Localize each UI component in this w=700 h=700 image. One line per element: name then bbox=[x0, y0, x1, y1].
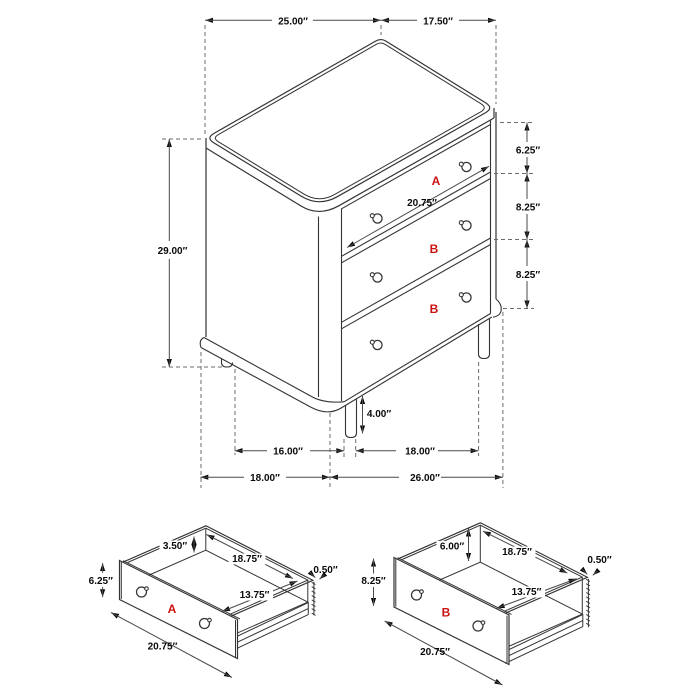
svg-text:18.75″: 18.75″ bbox=[232, 554, 262, 565]
svg-text:13.75″: 13.75″ bbox=[512, 587, 542, 598]
svg-text:A: A bbox=[168, 602, 177, 616]
svg-text:20.75″: 20.75″ bbox=[420, 647, 450, 658]
svg-text:17.50″: 17.50″ bbox=[423, 16, 453, 27]
svg-text:29.00″: 29.00″ bbox=[158, 246, 188, 257]
svg-text:16.00″: 16.00″ bbox=[273, 447, 303, 458]
svg-text:4.00″: 4.00″ bbox=[367, 409, 391, 420]
svg-text:8.25″: 8.25″ bbox=[516, 203, 540, 214]
svg-text:A: A bbox=[432, 174, 441, 188]
svg-text:0.50″: 0.50″ bbox=[587, 555, 611, 566]
svg-text:3.50″: 3.50″ bbox=[163, 541, 187, 552]
svg-text:20.75″: 20.75″ bbox=[407, 198, 437, 209]
svg-text:18.00″: 18.00″ bbox=[405, 447, 435, 458]
svg-text:8.25″: 8.25″ bbox=[361, 576, 385, 587]
svg-text:8.25″: 8.25″ bbox=[516, 270, 540, 281]
svg-text:26.00″: 26.00″ bbox=[410, 473, 440, 484]
svg-text:B: B bbox=[430, 302, 439, 316]
svg-text:20.75″: 20.75″ bbox=[148, 642, 178, 653]
svg-text:B: B bbox=[442, 606, 451, 620]
svg-text:18.00″: 18.00″ bbox=[250, 473, 280, 484]
svg-text:25.00″: 25.00″ bbox=[278, 16, 308, 27]
svg-text:6.25″: 6.25″ bbox=[516, 146, 540, 157]
svg-text:B: B bbox=[430, 242, 439, 256]
svg-text:13.75″: 13.75″ bbox=[240, 590, 270, 601]
svg-text:6.25″: 6.25″ bbox=[89, 576, 113, 587]
svg-text:0.50″: 0.50″ bbox=[313, 565, 337, 576]
svg-text:6.00″: 6.00″ bbox=[440, 542, 464, 553]
svg-text:18.75″: 18.75″ bbox=[502, 547, 532, 558]
